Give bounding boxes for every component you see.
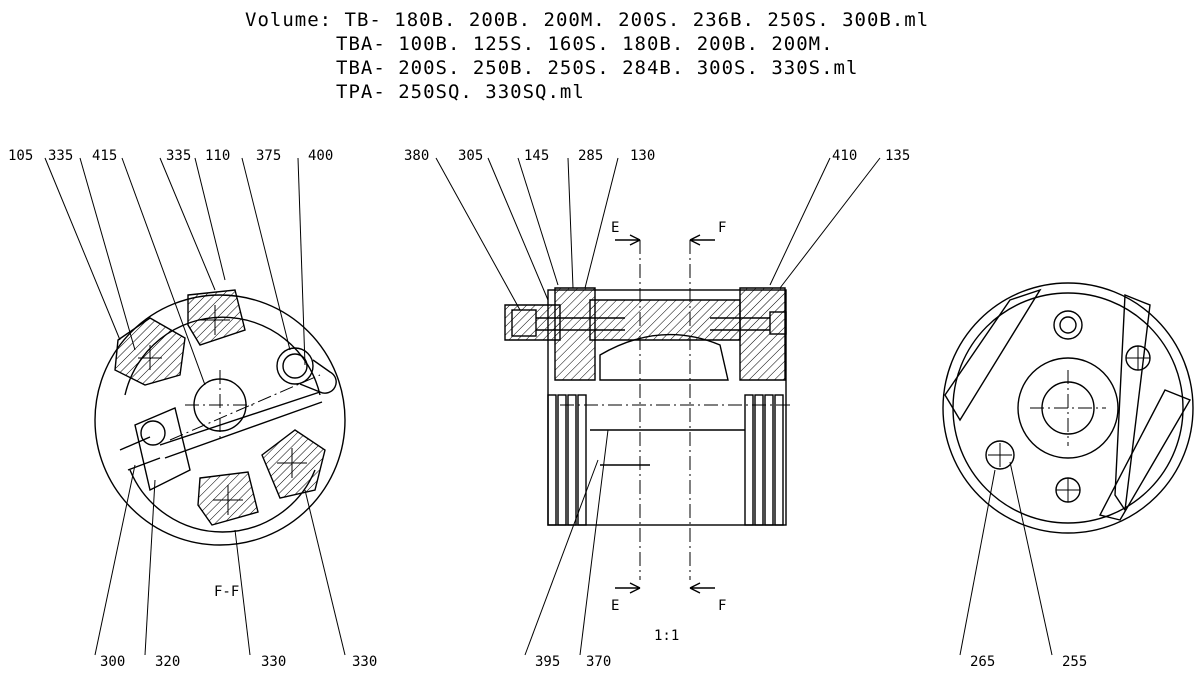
section-label-ff: F-F <box>214 584 239 600</box>
volume-header: Volume: TB- 180B. 200B. 200M. 200S. 236B… <box>245 9 929 103</box>
callout-130: 130 <box>630 148 655 164</box>
callout-380: 380 <box>404 148 429 164</box>
callout-415: 415 <box>92 148 117 164</box>
left-housing-hatched <box>554 287 596 381</box>
callout-255: 255 <box>1062 654 1087 670</box>
callout-335-b: 335 <box>166 148 191 164</box>
end-housing-outer <box>942 282 1194 534</box>
bolt-265 <box>985 440 1015 470</box>
callout-370: 370 <box>586 654 611 670</box>
friction-disc-stack-left <box>547 394 587 526</box>
volume-line-4: TPA- 250SQ. 330SQ.ml <box>336 81 585 103</box>
volume-line-3: TBA- 200S. 250B. 250S. 284B. 300S. 330S.… <box>336 57 858 79</box>
lever-400 <box>299 359 337 394</box>
volume-line-1: Volume: TB- 180B. 200B. 200M. 200S. 236B… <box>245 9 929 31</box>
center-callout-labels: 380 305 145 285 130 410 135 E F E F 1:1 … <box>404 148 910 670</box>
right-view-end <box>942 282 1194 534</box>
left-callout-leaders <box>44 157 346 656</box>
callout-285: 285 <box>578 148 603 164</box>
inner-ring-arc-lower <box>129 469 316 533</box>
rib-right <box>1114 293 1151 512</box>
section-mark-e-top: E <box>611 220 619 236</box>
callout-330-a: 330 <box>261 654 286 670</box>
rib-lower-right <box>1098 389 1192 521</box>
bolt-head-top <box>1053 310 1083 340</box>
hub-circle <box>1017 357 1119 459</box>
volume-line-2: TBA- 100B. 125S. 160S. 180B. 200B. 200M. <box>336 33 834 55</box>
scale-label: 1:1 <box>654 628 679 644</box>
rib-upper-left <box>944 288 1042 422</box>
callout-320: 320 <box>155 654 180 670</box>
callout-410: 410 <box>832 148 857 164</box>
armature-dome <box>599 333 729 381</box>
callout-105: 105 <box>8 148 33 164</box>
pin-375 <box>276 347 314 385</box>
right-callout-leaders <box>959 461 1053 656</box>
callout-395: 395 <box>535 654 560 670</box>
callout-135: 135 <box>885 148 910 164</box>
friction-disc-stack-right <box>744 394 784 526</box>
section-mark-f-top: F <box>718 220 726 236</box>
callout-145: 145 <box>524 148 549 164</box>
callout-330-b: 330 <box>352 654 377 670</box>
right-housing-hatched <box>739 287 786 381</box>
hatched-shoe-right <box>261 429 326 499</box>
callout-305: 305 <box>458 148 483 164</box>
right-callout-labels: 265 255 <box>970 654 1087 670</box>
center-view-side-section <box>504 234 790 594</box>
left-view-section-ff <box>94 289 346 546</box>
left-callout-labels: 105 335 415 335 110 375 400 F-F 300 320 … <box>8 148 377 670</box>
callout-300: 300 <box>100 654 125 670</box>
section-mark-f-bottom: F <box>718 598 726 614</box>
callout-335-a: 335 <box>48 148 73 164</box>
callout-400: 400 <box>308 148 333 164</box>
center-callout-leaders <box>435 157 881 656</box>
section-mark-e-bottom: E <box>611 598 619 614</box>
callout-110: 110 <box>205 148 230 164</box>
callout-375: 375 <box>256 148 281 164</box>
callout-265: 265 <box>970 654 995 670</box>
bracket-320 <box>134 407 191 492</box>
release-lever <box>159 391 323 459</box>
hatched-shoe-top <box>187 289 246 346</box>
